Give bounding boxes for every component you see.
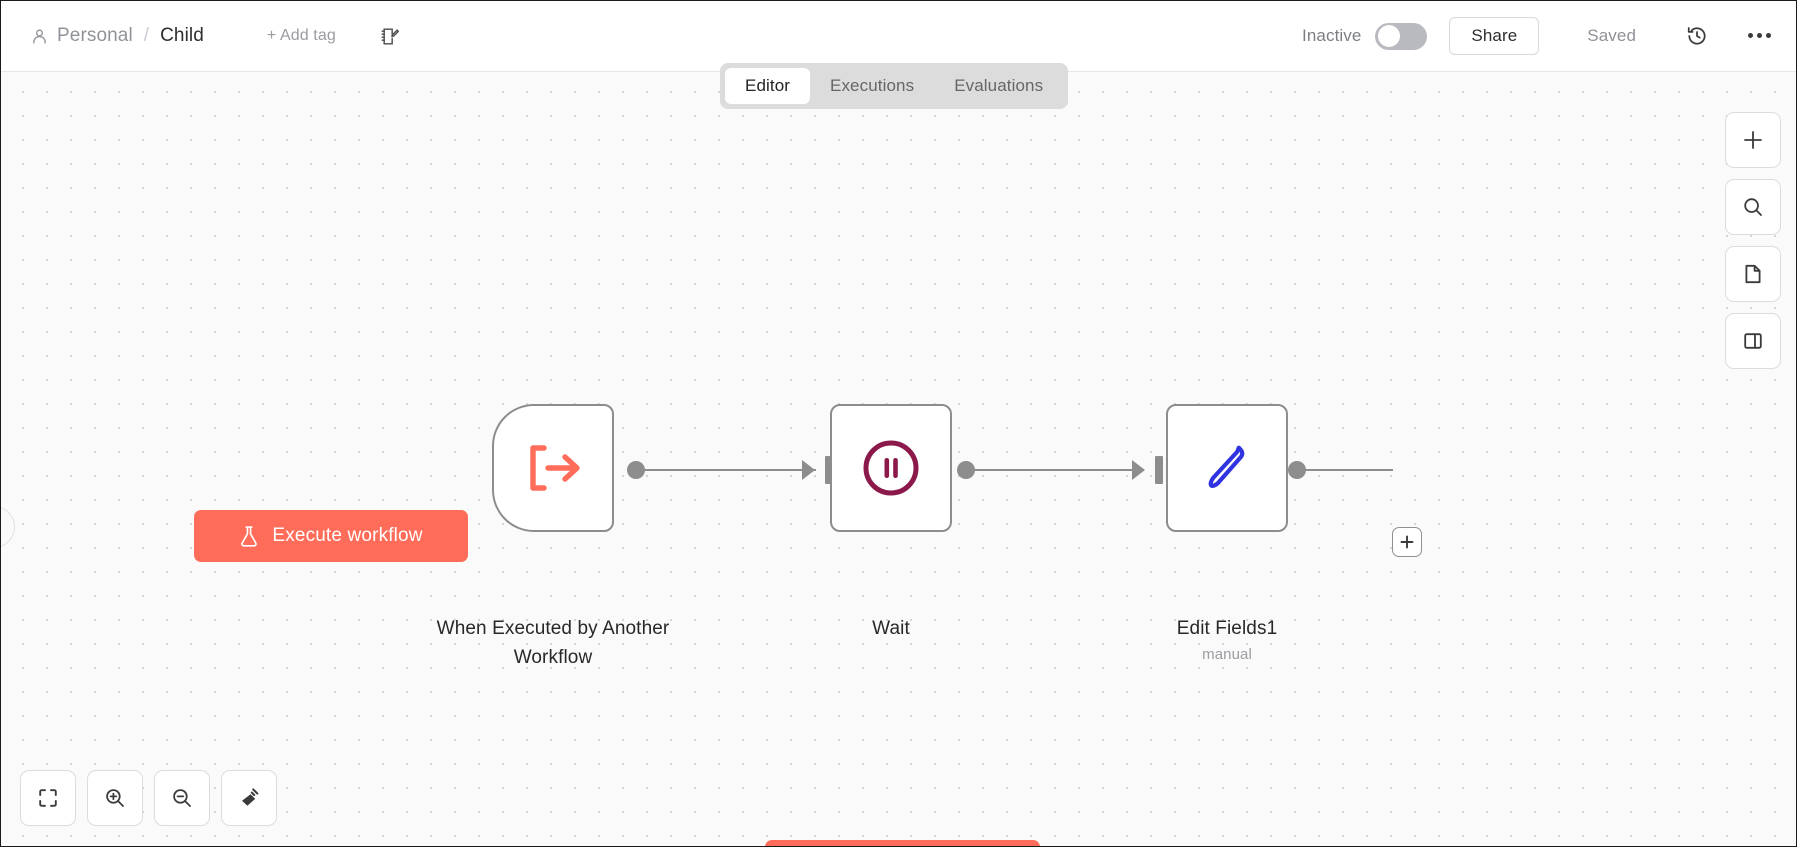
input-endpoint-edit-fields[interactable]: [1155, 456, 1163, 484]
workflow-trigger-arrow-icon: [530, 445, 580, 491]
tab-executions[interactable]: Executions: [830, 76, 915, 95]
workflow-activation-toggle[interactable]: [1375, 22, 1428, 50]
breadcrumb-separator: /: [143, 25, 150, 46]
tidy-up-button[interactable]: [221, 770, 277, 826]
header-actions: Inactive Share Saved: [1302, 17, 1796, 55]
panel-layout-icon: [1744, 333, 1762, 349]
activation-status-label: Inactive: [1302, 26, 1362, 45]
canvas-zoom-toolbar: [20, 770, 277, 826]
plus-icon: [1744, 131, 1762, 149]
node-sublabel-edit-fields1: manual: [1202, 646, 1252, 663]
input-arrow-wait: [802, 460, 815, 480]
add-tag-button[interactable]: + Add tag: [266, 27, 336, 44]
flask-icon: [241, 526, 258, 547]
more-horizontal-icon[interactable]: [1748, 33, 1772, 39]
add-node-button[interactable]: [1725, 112, 1781, 168]
person-icon: [33, 28, 46, 44]
save-status-label: Saved: [1587, 26, 1636, 45]
zoom-out-icon: [173, 789, 191, 807]
workflow-name[interactable]: Child: [160, 25, 204, 46]
output-endpoint-edit-fields[interactable]: [1288, 461, 1306, 479]
toggle-panel-button[interactable]: [1725, 313, 1781, 369]
app-header: Personal / Child + Add tag Inactive Shar…: [1, 1, 1796, 72]
broom-icon: [242, 788, 259, 806]
connection-wait-to-edit-fields[interactable]: [966, 469, 1144, 472]
node-label-trigger: When Executed by Another Workflow: [436, 618, 670, 668]
output-endpoint-trigger[interactable]: [627, 461, 645, 479]
plus-icon: [1400, 535, 1414, 549]
zoom-out-button[interactable]: [154, 770, 210, 826]
connection-edit-fields-to-adder[interactable]: [1297, 469, 1393, 472]
toggle-knob: [1378, 25, 1401, 47]
canvas-edge-decoration: [1, 506, 15, 548]
pause-circle-icon: [863, 440, 919, 496]
pen-edit-icon: [1208, 445, 1245, 488]
page-icon: [1745, 264, 1761, 284]
breadcrumb: Personal / Child + Add tag: [1, 25, 400, 47]
node-wait[interactable]: [830, 404, 952, 532]
zoom-in-button[interactable]: [87, 770, 143, 826]
execute-workflow-node-label: Execute workflow: [272, 525, 423, 546]
add-node-adder-button[interactable]: [1392, 527, 1422, 557]
add-sticky-note-button[interactable]: [1725, 246, 1781, 302]
node-label-edit-fields1: Edit Fields1: [1176, 618, 1278, 639]
tab-evaluations[interactable]: Evaluations: [954, 76, 1044, 95]
zoom-to-fit-button[interactable]: [20, 770, 76, 826]
node-label-wait: Wait: [872, 618, 910, 639]
zoom-in-icon: [106, 789, 124, 807]
canvas-right-toolbar: [1725, 112, 1781, 369]
search-nodes-button[interactable]: [1725, 179, 1781, 235]
execute-workflow-button[interactable]: Execute workflow: [765, 840, 1040, 846]
note-edit-icon[interactable]: [380, 26, 400, 47]
connection-trigger-to-wait[interactable]: [636, 469, 816, 472]
history-clock-icon[interactable]: [1686, 25, 1708, 47]
input-arrow-edit-fields: [1132, 460, 1145, 480]
input-endpoint-wait[interactable]: [825, 456, 833, 484]
node-when-executed-by-another-workflow[interactable]: [492, 404, 614, 532]
breadcrumb-project[interactable]: Personal: [57, 25, 133, 46]
node-edit-fields1[interactable]: [1166, 404, 1288, 532]
view-tabs: Editor Executions Evaluations: [720, 63, 1069, 109]
execute-workflow-node-button[interactable]: Execute workflow: [194, 510, 468, 562]
search-icon: [1744, 198, 1762, 216]
workflow-canvas[interactable]: When Executed by Another Workflow Wait E…: [1, 72, 1796, 846]
share-button[interactable]: Share: [1449, 17, 1540, 55]
fit-screen-icon: [39, 789, 57, 807]
tab-editor[interactable]: Editor: [725, 68, 811, 104]
output-endpoint-wait[interactable]: [957, 461, 975, 479]
